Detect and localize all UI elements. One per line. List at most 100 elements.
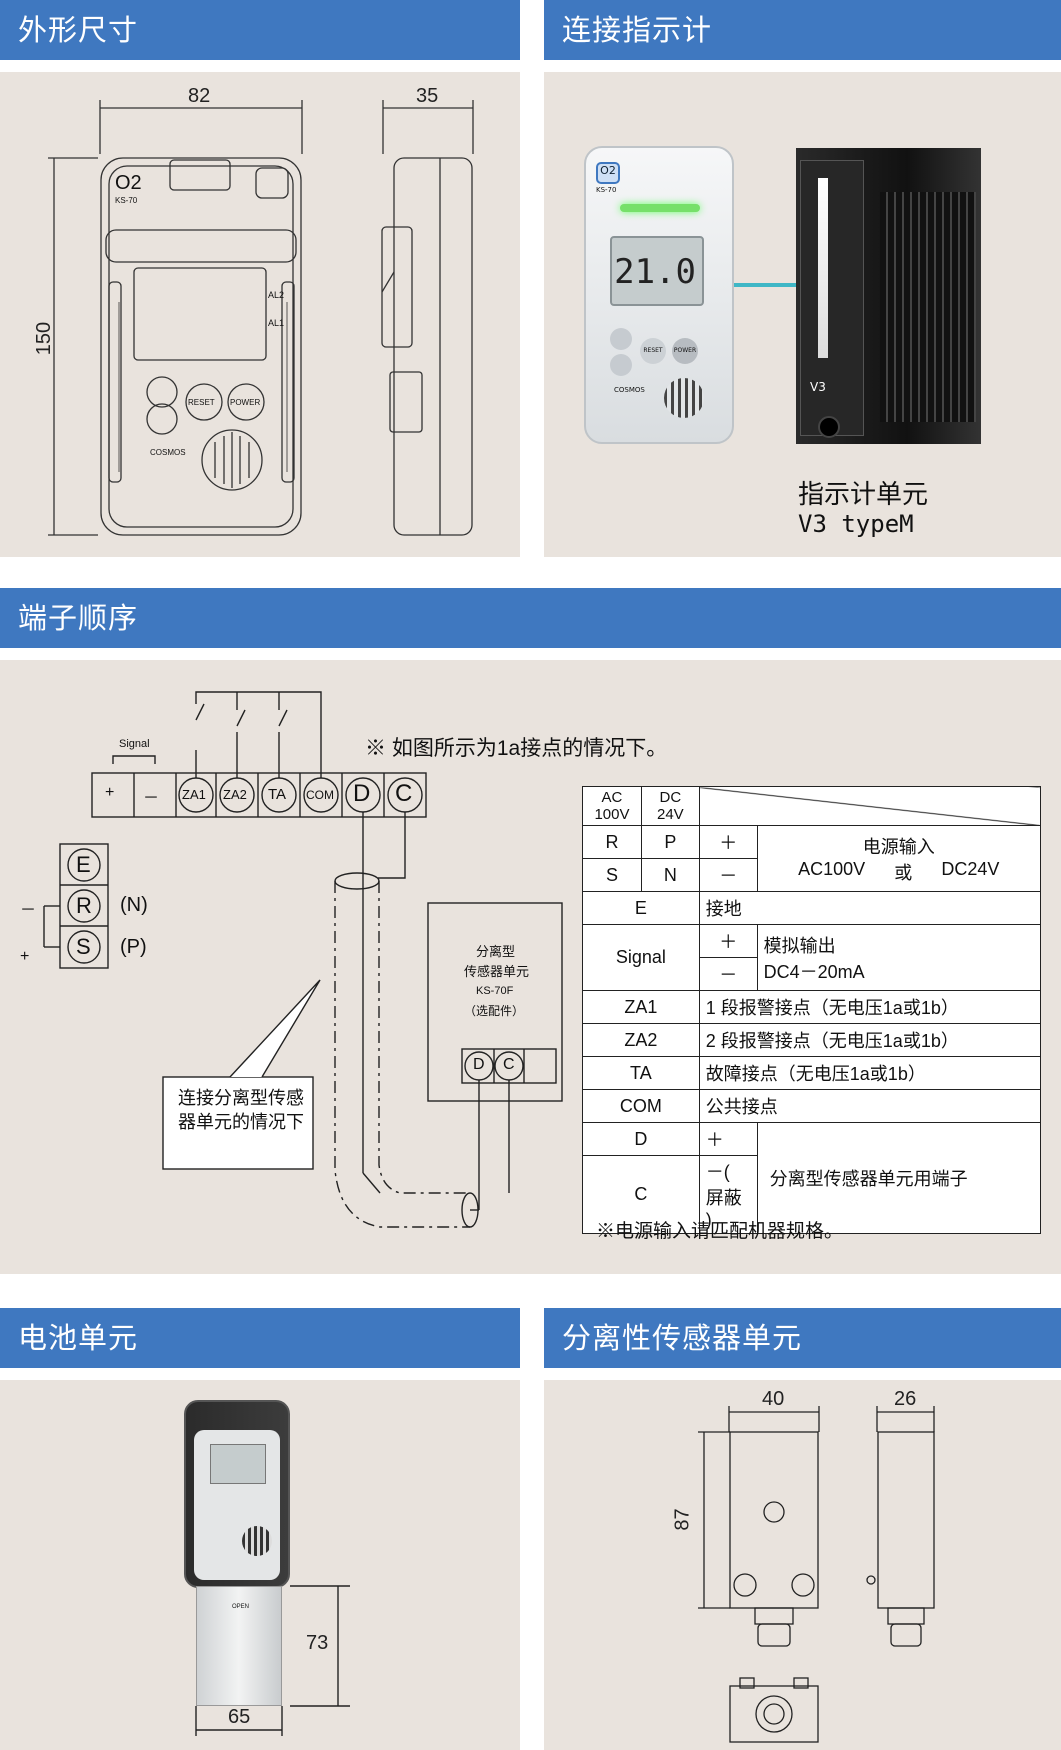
sensor-box-line1: 分离型 (476, 944, 516, 959)
battery-unit (196, 1586, 282, 1706)
indicator-face (800, 160, 864, 436)
side-minus: － (20, 902, 37, 919)
label-p: (P) (120, 936, 147, 958)
cell-com: COM (582, 1089, 700, 1123)
cell-com-desc: 公共接点 (698, 1089, 1042, 1123)
cell-signal-plus: ＋ (698, 924, 758, 958)
battery-dimensions (195, 1585, 350, 1736)
photo-model: KS-70 (596, 186, 617, 194)
header-dc: DC 24V (640, 786, 700, 826)
callout-text: 连接分离型传感器单元的情况下 (178, 1088, 304, 1132)
v3-indicator-unit: V3 (796, 148, 981, 444)
dim-depth-35: 35 (416, 85, 439, 107)
cell-shield: －( 屏蔽 ) (698, 1155, 758, 1234)
terminal-c: C (395, 780, 413, 807)
dim-width-82: 82 (188, 85, 211, 107)
power-ac: AC100V (798, 858, 866, 879)
cell-sensor-terminal: 分离型传感器单元用端子 (756, 1122, 1042, 1234)
terminal-s: S (76, 934, 91, 959)
drawing-power: POWER (230, 398, 261, 407)
v3-label: V3 (810, 380, 826, 394)
lcd-display: 21.0 (610, 236, 704, 306)
section-header-terminal: 端子顺序 (0, 588, 1061, 648)
terminal-d: D (353, 780, 371, 807)
connection-cable (734, 283, 796, 287)
drawing-model: KS-70 (115, 196, 138, 205)
battery-width: 65 (228, 1706, 251, 1728)
power-title: 电源输入 (862, 836, 935, 857)
terminal-za1: ZA1 (182, 787, 206, 802)
signal-label: Signal (119, 738, 150, 750)
cell-ta-desc: 故障接点（无电压1a或1b） (698, 1056, 1042, 1090)
cell-signal-minus: － (698, 957, 758, 991)
device-outline-drawing (48, 100, 474, 536)
sensor-terminal-d: D (473, 1056, 485, 1073)
battery-panel: OPEN 73 65 (0, 1380, 520, 1750)
heat-fins (880, 192, 976, 422)
sensor-box-line4: （选配件） (464, 1004, 525, 1018)
brand-label: COSMOS (614, 386, 645, 394)
cell-s-minus: － (698, 858, 758, 892)
sensor-height: 87 (671, 1508, 694, 1531)
terminal-za2: ZA2 (223, 787, 247, 802)
cell-za1-desc: 1 段报警接点（无电压1a或1b） (698, 990, 1042, 1024)
table-footnote: ※电源输入请匹配机器规格。 (596, 1221, 844, 1242)
section-header-sensor: 分离性传感器单元 (544, 1308, 1061, 1368)
terminal-ta: TA (268, 786, 287, 803)
dimensions-panel: 82 35 150 O2 KS-70 AL2 AL1 RESET POWER C… (0, 72, 520, 557)
cell-d: D (582, 1122, 700, 1156)
terminal-plus: + (105, 784, 115, 801)
drawing-al2: AL2 (268, 290, 285, 300)
sensor-width: 40 (762, 1388, 785, 1410)
alarm-lights (620, 204, 700, 212)
cell-za1: ZA1 (582, 990, 700, 1024)
cell-c: C (582, 1155, 700, 1234)
cell-s: S (582, 858, 642, 892)
cell-power-input: 电源输入 AC100V 或 DC24V (756, 825, 1042, 892)
header-ac: AC 100V (582, 786, 642, 826)
side-plus: + (20, 948, 30, 965)
cell-e: E (582, 891, 700, 925)
analog-range: DC4－20mA (763, 961, 865, 982)
cell-r: R (582, 825, 642, 859)
battery-open-label: OPEN (232, 1604, 250, 1610)
drawing-brand: COSMOS (150, 448, 186, 457)
speaker-grille (664, 378, 704, 418)
section-header-dimensions: 外形尺寸 (0, 0, 520, 60)
cell-ta: TA (582, 1056, 700, 1090)
drawing-reset: RESET (188, 398, 215, 407)
cell-ground: 接地 (698, 891, 1042, 925)
battery-device-speaker (242, 1526, 272, 1556)
terminal-panel: ※ 如图所示为1a接点的情况下。 Signal + － ZA1 ZA2 TA C… (0, 660, 1061, 1274)
gas-detector-photo: O2 KS-70 21.0 RESET POWER COSMOS (584, 146, 734, 444)
sensor-depth: 26 (894, 1388, 917, 1410)
cell-p: P (640, 825, 700, 859)
down-button (610, 354, 632, 376)
reset-button: RESET (640, 338, 666, 364)
photo-logo: O2 (596, 162, 620, 184)
terminal-com: COM (306, 788, 334, 802)
terminal-minus: － (143, 790, 160, 807)
indicator-panel: O2 KS-70 21.0 RESET POWER COSMOS V3 指示计单… (544, 72, 1061, 557)
battery-height: 73 (306, 1632, 329, 1654)
cell-d-plus: ＋ (698, 1122, 758, 1156)
terminal-table: AC 100V DC 24V R P ＋ 电源输入 AC100V 或 DC24V… (582, 786, 1042, 1234)
indicator-unit-label: 指示计单元 (798, 479, 929, 509)
power-values: AC100V 或 DC24V (764, 859, 1034, 885)
wiring-note: ※ 如图所示为1a接点的情况下。 (365, 737, 668, 760)
up-button (610, 328, 632, 350)
label-n: (N) (120, 894, 148, 916)
battery-device-lcd (210, 1444, 266, 1484)
indicator-unit-model: V3 typeM (798, 510, 914, 538)
cell-za2: ZA2 (582, 1023, 700, 1057)
section-header-battery: 电池单元 (0, 1308, 520, 1368)
cell-za2-desc: 2 段报警接点（无电压1a或1b） (698, 1023, 1042, 1057)
sensor-box-line2: 传感器单元 (464, 964, 530, 979)
sensor-terminal-c: C (503, 1056, 515, 1073)
lcd-reading: 21.0 (614, 252, 696, 292)
battery-device-photo (184, 1400, 290, 1588)
cell-n: N (640, 858, 700, 892)
section-header-indicator: 连接指示计 (544, 0, 1061, 60)
drawing-al1: AL1 (268, 318, 285, 328)
sensor-unit-panel: 40 26 87 (544, 1380, 1061, 1750)
